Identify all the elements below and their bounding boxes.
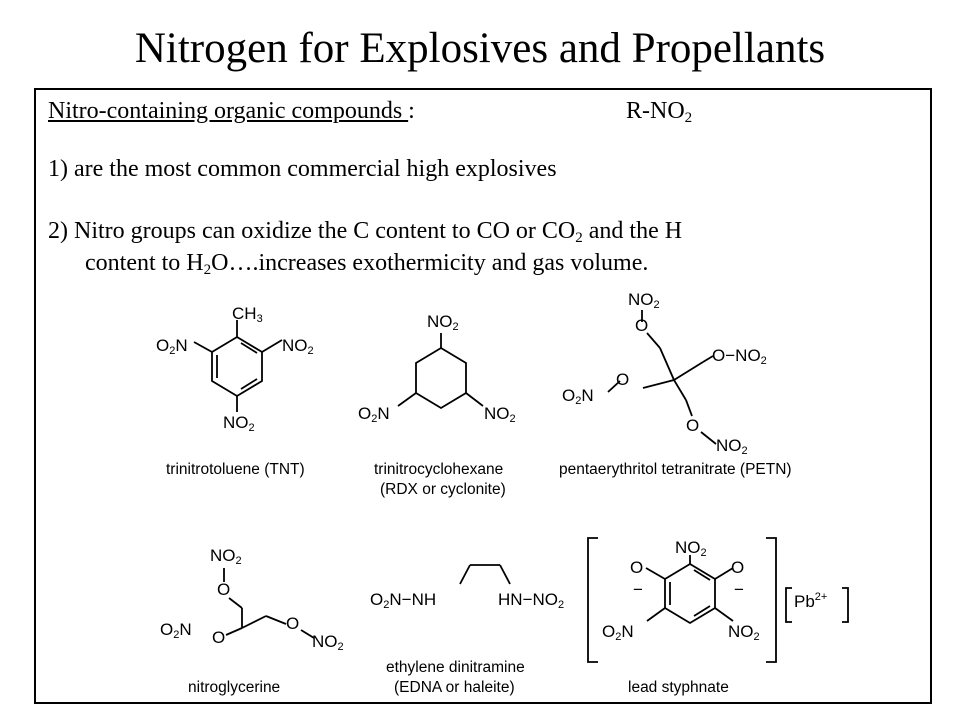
edna-right: HN−NO2 bbox=[498, 590, 565, 611]
general-formula: R-NO2 bbox=[626, 98, 693, 126]
ng-o-left: O bbox=[212, 628, 226, 647]
point-2-line-2: content to H2O….increases exothermicity … bbox=[85, 250, 649, 278]
point-2-sub-a: 2 bbox=[575, 230, 583, 246]
point-2-text-a: 2) Nitro groups can oxidize the C conten… bbox=[48, 218, 576, 244]
rdx-no2-right: NO2 bbox=[484, 404, 516, 425]
tnt-ch3: CH3 bbox=[232, 304, 263, 325]
styph-o-left: O bbox=[630, 558, 644, 577]
ng-label: nitroglycerine bbox=[188, 679, 281, 696]
ng-o2n-left: O2N bbox=[160, 620, 192, 641]
rdx-ring bbox=[397, 333, 484, 410]
styph-brackets bbox=[587, 537, 849, 663]
formula-sub: 2 bbox=[684, 110, 693, 126]
edna-bonds bbox=[459, 564, 511, 585]
styph-no2-right: NO2 bbox=[728, 622, 760, 643]
styph-minus-left: − bbox=[633, 580, 643, 599]
styph-o-right: O bbox=[731, 558, 745, 577]
tnt-o2n-left: O2N bbox=[156, 336, 188, 357]
content-panel: Nitro-containing organic compounds : R-N… bbox=[34, 88, 932, 704]
petn-no2-top: NO2 bbox=[628, 290, 660, 311]
tnt-no2-bottom: NO2 bbox=[223, 413, 255, 434]
rdx-o2n-left: O2N bbox=[358, 404, 390, 425]
styph-minus-right: − bbox=[734, 580, 744, 599]
petn-o2n-left: O2N bbox=[562, 386, 594, 407]
point-1: 1) are the most common commercial high e… bbox=[48, 156, 557, 182]
page-title: Nitrogen for Explosives and Propellants bbox=[134, 25, 826, 72]
petn-label: pentaerythritol tetranitrate (PETN) bbox=[559, 461, 792, 478]
edna-label-1: ethylene dinitramine bbox=[386, 659, 525, 676]
tnt-no2-right: NO2 bbox=[282, 336, 314, 357]
point-2-text-c: content to H bbox=[85, 250, 204, 276]
tnt-label: trinitrotoluene (TNT) bbox=[166, 461, 305, 478]
styph-pb: Pb2+ bbox=[794, 591, 828, 612]
point-2-text-d: O….increases exothermicity and gas volum… bbox=[211, 250, 649, 276]
petn-o-top: O bbox=[635, 316, 649, 335]
rdx-no2-top: NO2 bbox=[427, 312, 459, 333]
rdx-label-2: (RDX or cyclonite) bbox=[380, 481, 506, 498]
styph-o2n-left: O2N bbox=[602, 622, 634, 643]
section-heading: Nitro-containing organic compounds : bbox=[48, 98, 415, 125]
petn-o-left: O bbox=[616, 370, 630, 389]
ng-no2-right: NO2 bbox=[312, 632, 344, 653]
tnt-ring bbox=[193, 320, 283, 412]
point-2-line-1: 2) Nitro groups can oxidize the C conten… bbox=[48, 218, 683, 246]
styph-ring bbox=[645, 555, 734, 625]
petn-ono2-right: O−NO2 bbox=[712, 346, 767, 367]
styph-no2-top: NO2 bbox=[675, 538, 707, 559]
formula-main: R-NO bbox=[626, 98, 685, 124]
point-2-text-b: and the H bbox=[582, 218, 683, 244]
styph-label: lead styphnate bbox=[628, 679, 729, 696]
rdx-label-1: trinitrocyclohexane bbox=[374, 461, 504, 478]
ng-no2-top: NO2 bbox=[210, 546, 242, 567]
ng-o-right: O bbox=[286, 614, 300, 633]
petn-o-bottom: O bbox=[686, 416, 700, 435]
petn-bonds bbox=[607, 310, 717, 445]
ng-bonds bbox=[223, 568, 315, 639]
edna-left: O2N−NH bbox=[370, 590, 437, 611]
petn-no2-bottom: NO2 bbox=[716, 436, 748, 457]
heading-underlined: Nitro-containing organic compounds bbox=[48, 98, 409, 124]
edna-label-2: (EDNA or haleite) bbox=[394, 679, 515, 696]
heading-colon: : bbox=[408, 98, 415, 124]
point-2-sub-b: 2 bbox=[203, 262, 212, 278]
structures-svg bbox=[193, 310, 849, 663]
ng-o-top: O bbox=[217, 580, 231, 599]
